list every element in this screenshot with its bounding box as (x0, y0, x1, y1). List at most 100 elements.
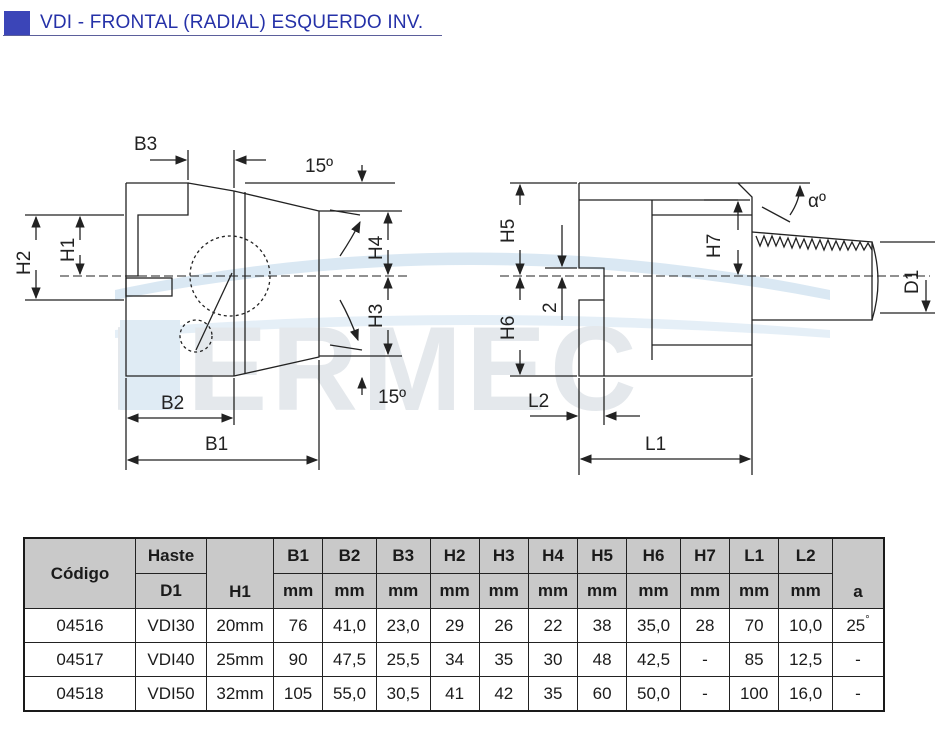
cell-h2: 41 (429, 676, 480, 712)
cell-h3: 42 (478, 676, 529, 712)
unit-h7: mm (679, 573, 731, 609)
table-row: 04518 VDI50 32mm 105 55,0 30,5 41 42 35 … (23, 676, 885, 712)
cell-codigo: 04518 (23, 676, 136, 712)
cell-l1: 85 (729, 642, 780, 677)
cell-h7: 28 (679, 608, 731, 643)
label-b3: B3 (134, 134, 157, 155)
header-color-swatch (4, 11, 30, 35)
label-l1: L1 (645, 434, 666, 455)
unit-h4: mm (527, 573, 579, 609)
unit-b3: mm (375, 573, 431, 609)
cell-h3: 26 (478, 608, 529, 643)
cell-h2: 29 (429, 608, 480, 643)
page-header: VDI - FRONTAL (RADIAL) ESQUERDO INV. (3, 9, 442, 36)
table-units-row: D1 mm mm mm mm mm mm mm mm mm mm mm (24, 573, 884, 609)
cell-d1: VDI40 (135, 642, 207, 677)
header-h6: H6 (626, 537, 681, 574)
cell-codigo: 04517 (23, 642, 136, 677)
page-title: VDI - FRONTAL (RADIAL) ESQUERDO INV. (40, 12, 424, 33)
cell-a: 25° (832, 608, 885, 643)
cell-b3: 30,5 (375, 676, 431, 712)
cell-d1: VDI30 (135, 608, 207, 643)
cell-b2: 55,0 (322, 676, 377, 712)
cell-h6: 42,5 (626, 642, 681, 677)
cell-l2: 12,5 (778, 642, 833, 677)
cell-b2: 47,5 (322, 642, 377, 677)
header-b2: B2 (322, 537, 377, 574)
header-h2: H2 (429, 537, 480, 574)
table-row: 04517 VDI40 25mm 90 47,5 25,5 34 35 30 4… (23, 642, 885, 677)
table-row: 04516 VDI30 20mm 76 41,0 23,0 29 26 22 3… (23, 608, 885, 643)
cell-h4: 30 (527, 642, 579, 677)
cell-b1: 105 (272, 676, 324, 712)
unit-h3: mm (478, 573, 529, 609)
cell-l2: 10,0 (778, 608, 833, 643)
header-d1: D1 (135, 573, 207, 609)
cell-b1: 90 (272, 642, 324, 677)
cell-a-value: - (855, 649, 861, 669)
label-h5: H5 (498, 219, 519, 243)
cell-l1: 100 (729, 676, 780, 712)
unit-h5: mm (577, 573, 628, 609)
label-b2: B2 (161, 393, 184, 414)
header-haste: Haste (135, 537, 207, 574)
label-h1: H1 (58, 238, 79, 262)
label-alpha: αº (808, 191, 826, 212)
cell-h4: 22 (527, 608, 579, 643)
cell-b1: 76 (272, 608, 324, 643)
unit-h2: mm (429, 573, 480, 609)
label-b1: B1 (205, 434, 228, 455)
cell-a-value: - (855, 683, 861, 703)
cell-a: - (832, 676, 885, 712)
unit-l2: mm (778, 573, 833, 609)
cell-b3: 23,0 (375, 608, 431, 643)
cell-h3: 35 (478, 642, 529, 677)
cell-a-value: 25 (846, 615, 866, 635)
table-header-row: Código Haste H1 B1 B2 B3 H2 H3 H4 H5 H6 … (23, 537, 885, 609)
spec-table: Código Haste H1 B1 B2 B3 H2 H3 H4 H5 H6 … (23, 537, 885, 712)
unit-b1: mm (272, 573, 324, 609)
label-h2: H2 (14, 251, 35, 275)
cell-d1: VDI50 (135, 676, 207, 712)
cell-b3: 25,5 (375, 642, 431, 677)
header-b1: B1 (272, 537, 324, 574)
header-codigo: Código (23, 537, 136, 609)
cell-h7: - (679, 676, 731, 712)
label-h3: H3 (366, 304, 387, 328)
unit-h6: mm (626, 573, 681, 609)
cell-codigo: 04516 (23, 608, 136, 643)
cell-l2: 16,0 (778, 676, 833, 712)
left-view (25, 150, 410, 470)
label-h6: H6 (498, 316, 519, 340)
cell-a: - (832, 642, 885, 677)
header-a: a (832, 537, 885, 609)
header-h7: H7 (679, 537, 731, 574)
unit-b2: mm (322, 573, 377, 609)
label-angle-top: 15º (305, 156, 333, 177)
cell-h1: 25mm (206, 642, 274, 677)
cell-h6: 35,0 (626, 608, 681, 643)
header-l2: L2 (778, 537, 833, 574)
cell-b2: 41,0 (322, 608, 377, 643)
header-h5: H5 (577, 537, 628, 574)
label-l2: L2 (528, 391, 549, 412)
right-view (500, 182, 935, 475)
header-h3: H3 (478, 537, 529, 574)
header-h4: H4 (527, 537, 579, 574)
cell-l1: 70 (729, 608, 780, 643)
label-d1: D1 (902, 270, 923, 294)
label-two: 2 (540, 302, 561, 313)
header-h1: H1 (206, 537, 274, 609)
cell-h1: 20mm (206, 608, 274, 643)
label-h7: H7 (704, 234, 725, 258)
cell-h6: 50,0 (626, 676, 681, 712)
technical-drawing: FERMEC (14, 134, 935, 475)
watermark-text: FERMEC (110, 302, 641, 436)
cell-h7: - (679, 642, 731, 677)
cell-h5: 38 (577, 608, 628, 643)
cell-h5: 60 (577, 676, 628, 712)
unit-l1: mm (729, 573, 780, 609)
header-l1: L1 (729, 537, 780, 574)
cell-h1: 32mm (206, 676, 274, 712)
cell-h4: 35 (527, 676, 579, 712)
